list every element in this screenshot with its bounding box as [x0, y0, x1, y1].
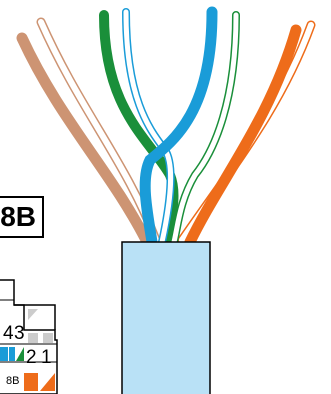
- pin-number-3: 3: [14, 323, 25, 344]
- pin-number-4: 4: [3, 323, 14, 344]
- pin-placeholder: [43, 333, 53, 343]
- pin-white-blue: [9, 347, 15, 361]
- pin-green-stripe: [16, 347, 24, 361]
- pin-blue: [0, 347, 8, 361]
- green-solid-wire: [99, 10, 179, 247]
- pin-number-1: 1: [41, 347, 52, 368]
- pin-number-2: 2: [26, 347, 37, 368]
- blue-wire-pair: [122, 6, 218, 248]
- orange-wire-pair: [177, 20, 316, 248]
- cable-jacket: [121, 241, 211, 394]
- pin-orange: [24, 373, 38, 391]
- green-wire-pair: [99, 10, 240, 247]
- blue-solid-wire: [139, 6, 218, 248]
- orange-solid-wire: [184, 24, 302, 248]
- pin-orange-stripe: [40, 373, 55, 391]
- brown-solid-wire: [16, 32, 152, 246]
- connector-standard-tag: 8B: [6, 375, 20, 387]
- connector-pinout-diagram: [0, 279, 58, 394]
- standard-label: 8B: [0, 201, 36, 232]
- pin-placeholder: [28, 333, 38, 343]
- standard-label-box: 8B: [0, 196, 44, 238]
